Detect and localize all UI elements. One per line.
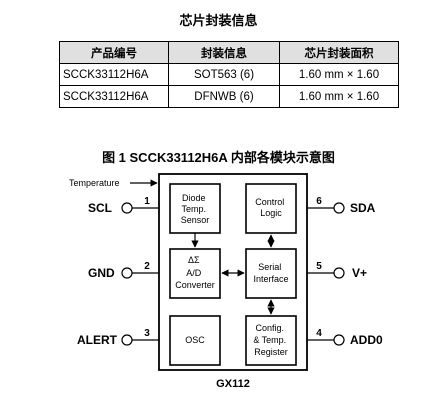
pin-terminal-icon bbox=[121, 267, 133, 279]
temp-sensor-label: Diode Temp. Sensor bbox=[181, 193, 210, 225]
adc-block bbox=[169, 248, 221, 299]
temperature-label: Temperature bbox=[69, 178, 120, 188]
table-row: SCCK33112H6A DFNWB (6) 1.60 mm × 1.60 bbox=[59, 85, 399, 108]
cell-package: DFNWB (6) bbox=[168, 85, 280, 108]
table-title: 芯片封装信息 bbox=[179, 13, 258, 28]
serial-interface-block bbox=[245, 248, 297, 299]
pin-terminal-icon bbox=[121, 202, 133, 214]
svg-text:2: 2 bbox=[144, 261, 150, 272]
svg-text:6: 6 bbox=[316, 196, 322, 207]
pin-scl: SCL 1 bbox=[88, 196, 159, 215]
header-area: 芯片封装面积 bbox=[279, 41, 399, 64]
cell-area: 1.60 mm × 1.60 bbox=[279, 63, 399, 86]
svg-text:GND: GND bbox=[88, 266, 115, 280]
adc-label: ΔΣ A/D Converter bbox=[175, 255, 215, 290]
pin-add0: 4 ADD0 bbox=[307, 328, 383, 347]
chip-outline bbox=[158, 173, 308, 371]
cell-part-number: SCCK33112H6A bbox=[59, 85, 169, 108]
svg-text:V+: V+ bbox=[352, 266, 367, 280]
pin-gnd: GND 2 bbox=[88, 261, 159, 280]
chip-label: GX112 bbox=[216, 378, 250, 390]
osc-label: OSC bbox=[185, 335, 205, 345]
pin-terminal-icon bbox=[121, 334, 133, 346]
serial-interface-label: Serial Interface bbox=[253, 262, 288, 284]
config-register-label: Config. & Temp. Register bbox=[253, 323, 288, 357]
svg-text:SCL: SCL bbox=[88, 201, 112, 215]
pin-terminal-icon bbox=[333, 202, 345, 214]
svg-text:SDA: SDA bbox=[350, 201, 376, 215]
osc-block bbox=[169, 315, 221, 366]
pin-alert: ALERT 3 bbox=[77, 328, 159, 347]
header-package: 封装信息 bbox=[168, 41, 280, 64]
svg-text:ADD0: ADD0 bbox=[350, 333, 383, 347]
table-row: SCCK33112H6A SOT563 (6) 1.60 mm × 1.60 bbox=[59, 63, 399, 86]
pin-terminal-icon bbox=[333, 334, 345, 346]
pin-terminal-icon bbox=[333, 267, 345, 279]
svg-text:4: 4 bbox=[316, 328, 322, 339]
control-logic-block bbox=[245, 183, 297, 234]
svg-text:1: 1 bbox=[144, 196, 150, 207]
control-logic-label: Control Logic bbox=[255, 197, 287, 218]
svg-text:ALERT: ALERT bbox=[77, 333, 118, 347]
pin-sda: 6 SDA bbox=[307, 196, 376, 215]
cell-area: 1.60 mm × 1.60 bbox=[279, 85, 399, 108]
svg-text:5: 5 bbox=[316, 261, 322, 272]
package-table: 产品编号 封装信息 芯片封装面积 SCCK33112H6A SOT563 (6)… bbox=[59, 41, 399, 108]
figure-title: 图 1 SCCK33112H6A 内部各模块示意图 bbox=[102, 150, 335, 165]
config-register-block bbox=[245, 315, 297, 366]
table-header-row: 产品编号 封装信息 芯片封装面积 bbox=[59, 41, 399, 64]
pin-vplus: 5 V+ bbox=[307, 261, 367, 280]
header-part-number: 产品编号 bbox=[59, 41, 169, 64]
svg-text:3: 3 bbox=[144, 328, 150, 339]
